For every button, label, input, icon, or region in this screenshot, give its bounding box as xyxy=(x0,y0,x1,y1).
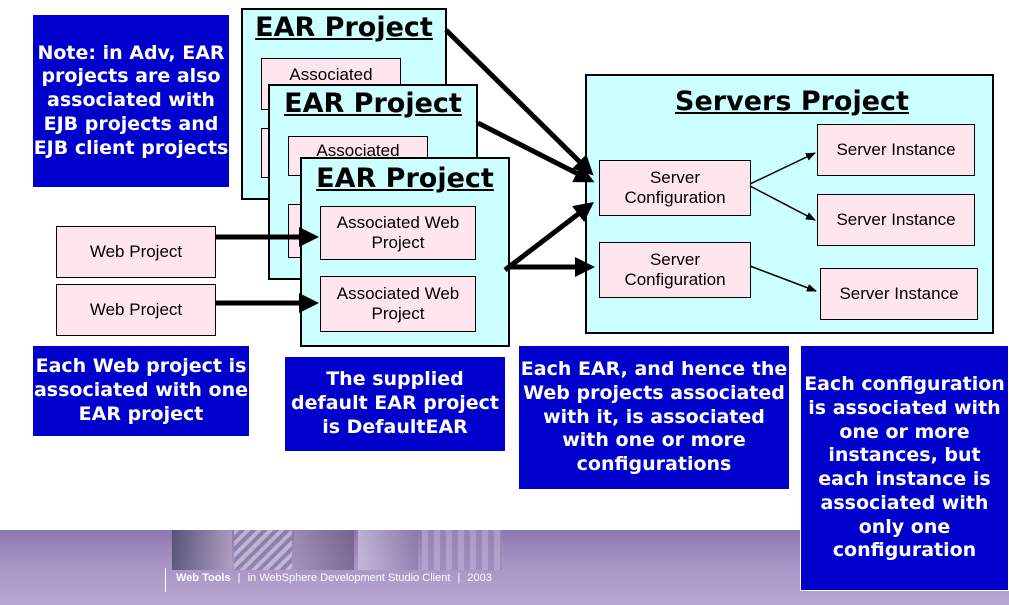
ear-project-title: EAR Project xyxy=(255,12,433,43)
arrow xyxy=(503,201,594,272)
servers-project-title: Servers Project xyxy=(675,86,909,117)
web-project: Web Project xyxy=(56,226,216,278)
server-configuration: Server Configuration xyxy=(599,242,751,298)
web-project: Web Project xyxy=(56,284,216,336)
note-each-ear: Each EAR, and hence the Web projects ass… xyxy=(518,345,790,490)
footer-year: 2003 xyxy=(467,572,492,584)
footer-brand: Web Tools xyxy=(176,572,231,584)
arrow xyxy=(444,28,594,176)
ear-project-title: EAR Project xyxy=(316,163,494,194)
server-configuration: Server Configuration xyxy=(599,160,751,216)
arrow xyxy=(749,265,817,292)
note-default-ear: The supplied default EAR project is Defa… xyxy=(284,356,506,452)
associated-web-project: Associated Web Project xyxy=(320,206,476,260)
note-adv-ear: Note: in Adv, EAR projects are also asso… xyxy=(32,14,230,188)
associated-web-project: Associated Web Project xyxy=(320,276,476,332)
footer-text: Web Tools | in WebSphere Development Stu… xyxy=(176,572,492,584)
servers-project: Servers Project Server Configuration Ser… xyxy=(585,74,994,334)
footer-sep: | xyxy=(237,572,241,584)
arrow xyxy=(476,120,595,183)
server-instance: Server Instance xyxy=(817,124,975,176)
footer-divider xyxy=(165,568,166,592)
footer-sep: | xyxy=(457,572,461,584)
server-instance: Server Instance xyxy=(817,194,975,246)
footer-images xyxy=(172,530,502,570)
arrow xyxy=(749,185,816,221)
footer-product: in WebSphere Development Studio Client xyxy=(247,572,451,584)
ear-project-title: EAR Project xyxy=(284,88,462,119)
arrow xyxy=(749,152,816,185)
server-instance: Server Instance xyxy=(820,268,978,320)
note-each-configuration: Each configuration is associated with on… xyxy=(800,345,1009,591)
ear-project-3: EAR Project Associated Web Project Assoc… xyxy=(300,157,510,347)
note-web-project: Each Web project is associated with one … xyxy=(32,345,250,437)
